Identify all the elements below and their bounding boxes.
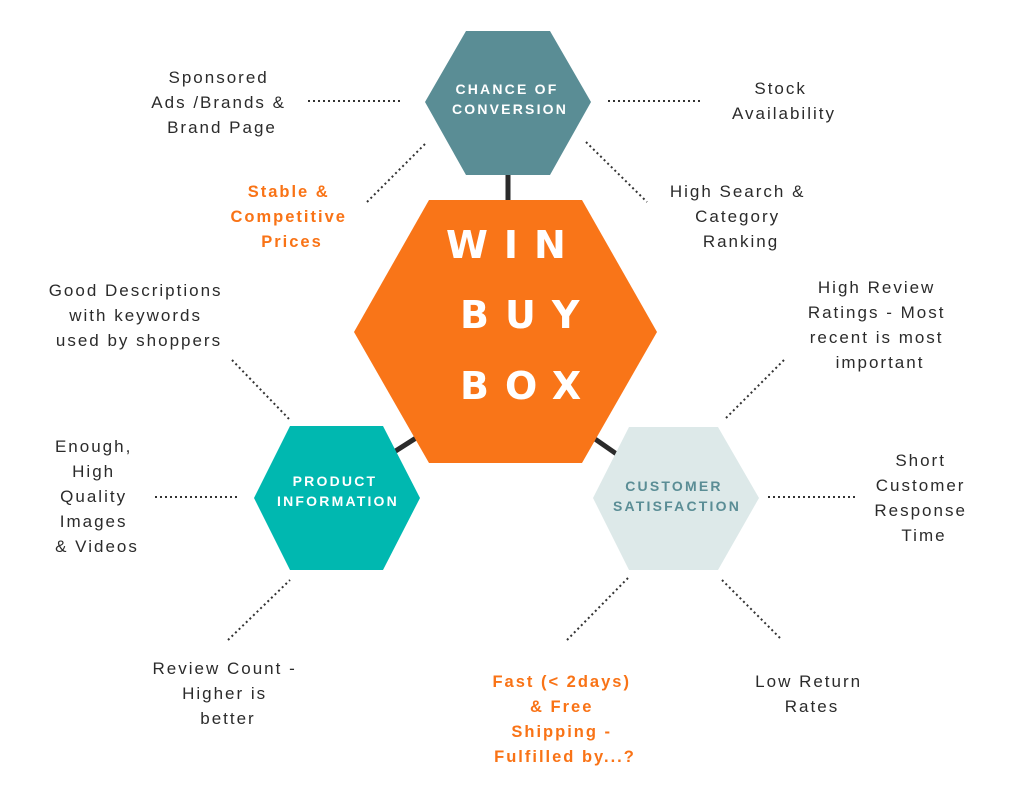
label-stock: Stock Availability: [732, 79, 836, 123]
dotted-leaders: [155, 100, 855, 641]
center-title: WIN BUY BOX: [446, 223, 625, 408]
conversion-title: CHANCE OF CONVERSION: [452, 81, 568, 117]
leader-descriptions: [231, 359, 291, 421]
hex-customer-satisfaction: [593, 427, 759, 570]
label-reviews: High Review Ratings - Most recent is mos…: [808, 278, 952, 372]
label-review-count: Review Count - Higher is better: [153, 659, 304, 728]
leader-reviews: [725, 357, 787, 419]
connector-customer: [593, 436, 620, 458]
leader-shipping: [566, 577, 629, 641]
hex-chance-of-conversion: [425, 31, 591, 175]
leader-prices: [366, 141, 428, 203]
leader-returns: [721, 579, 783, 641]
hex-product-information: [254, 426, 420, 570]
label-response: Short Customer Response Time: [874, 451, 973, 545]
label-ranking: High Search & Category Ranking: [670, 182, 812, 251]
label-returns: Low Return Rates: [755, 672, 869, 716]
leader-review-count: [227, 579, 291, 641]
leader-ranking: [585, 141, 648, 203]
hex-win-buy-box: [354, 200, 657, 463]
connector-product: [392, 435, 418, 455]
label-sponsored: Sponsored Ads /Brands & Brand Page: [151, 68, 292, 137]
customer-title: CUSTOMER SATISFACTION: [613, 478, 741, 514]
label-prices: Stable & Competitive Prices: [230, 183, 353, 251]
label-descriptions: Good Descriptions with keywords used by …: [49, 281, 230, 350]
product-title: PRODUCT INFORMATION: [277, 473, 399, 509]
label-shipping: Fast (< 2days) & Free Shipping - Fulfill…: [492, 673, 637, 766]
label-images: Enough, High Quality Images & Videos: [55, 437, 139, 556]
